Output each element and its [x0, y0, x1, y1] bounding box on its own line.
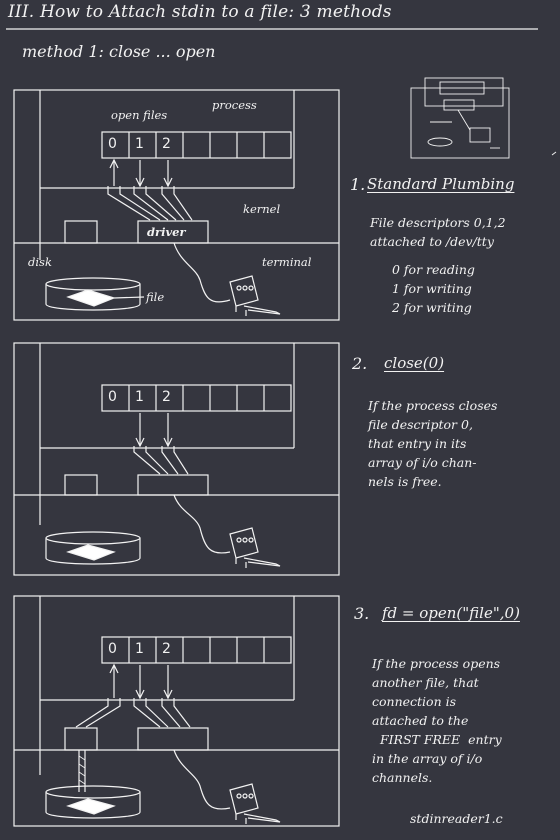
- fd-0-panel-2: 0: [108, 389, 117, 405]
- driver-label: driver: [147, 225, 186, 239]
- kernel-label: kernel: [243, 202, 281, 216]
- fd-2: 2: [162, 136, 171, 152]
- source-filename: stdinreader1.c: [410, 811, 503, 826]
- step-3-line-3: connection is: [372, 694, 457, 709]
- fd-1: 1: [135, 136, 144, 152]
- step-1-subline-2: 1 for writing: [392, 281, 472, 296]
- step-3-line-6: in the array of i/o: [372, 751, 483, 766]
- step-2-line-2: file descriptor 0,: [368, 417, 473, 432]
- fd-1-panel-2: 1: [135, 389, 144, 405]
- fd-2-panel-3: 2: [162, 641, 171, 657]
- step-2-line-1: If the process closes: [368, 398, 498, 413]
- step-3-heading: fd = open("file",0): [382, 604, 520, 622]
- fd-0-panel-3: 0: [108, 641, 117, 657]
- method-heading: method 1: close ... open: [22, 42, 216, 61]
- step-1-line-1: File descriptors 0,1,2: [370, 215, 506, 230]
- step-2-line-4: array of i/o chan-: [368, 455, 477, 470]
- file-label: file: [146, 290, 165, 304]
- disk-label: disk: [28, 255, 52, 269]
- step-1-line-2: attached to /dev/tty: [370, 234, 494, 249]
- step-3-line-5: FIRST FREE entry: [372, 732, 502, 747]
- step-1-heading: Standard Plumbing: [367, 175, 515, 193]
- step-2-line-3: that entry in its: [368, 436, 467, 451]
- step-3-line-1: If the process opens: [372, 656, 501, 671]
- step-1-number: 1.: [350, 175, 366, 194]
- terminal-label: terminal: [262, 255, 312, 269]
- step-2-heading: close(0): [384, 354, 445, 372]
- fd-0: 0: [108, 136, 117, 152]
- step-3-line-7: channels.: [372, 770, 433, 785]
- step-3-line-4: attached to the: [372, 713, 469, 728]
- fd-2-panel-2: 2: [162, 389, 171, 405]
- page-title: III. How to Attach stdin to a file: 3 me…: [8, 2, 392, 22]
- fd-1-panel-3: 1: [135, 641, 144, 657]
- step-2-number: 2.: [352, 354, 368, 373]
- step-3-line-2: another file, that: [372, 675, 479, 690]
- open-files-label: open files: [111, 108, 168, 122]
- step-1-subline-3: 2 for writing: [392, 300, 472, 315]
- process-label: process: [212, 98, 257, 112]
- step-2-line-5: nels is free.: [368, 474, 442, 489]
- step-3-number: 3.: [354, 604, 370, 623]
- step-1-subline-1: 0 for reading: [392, 262, 475, 277]
